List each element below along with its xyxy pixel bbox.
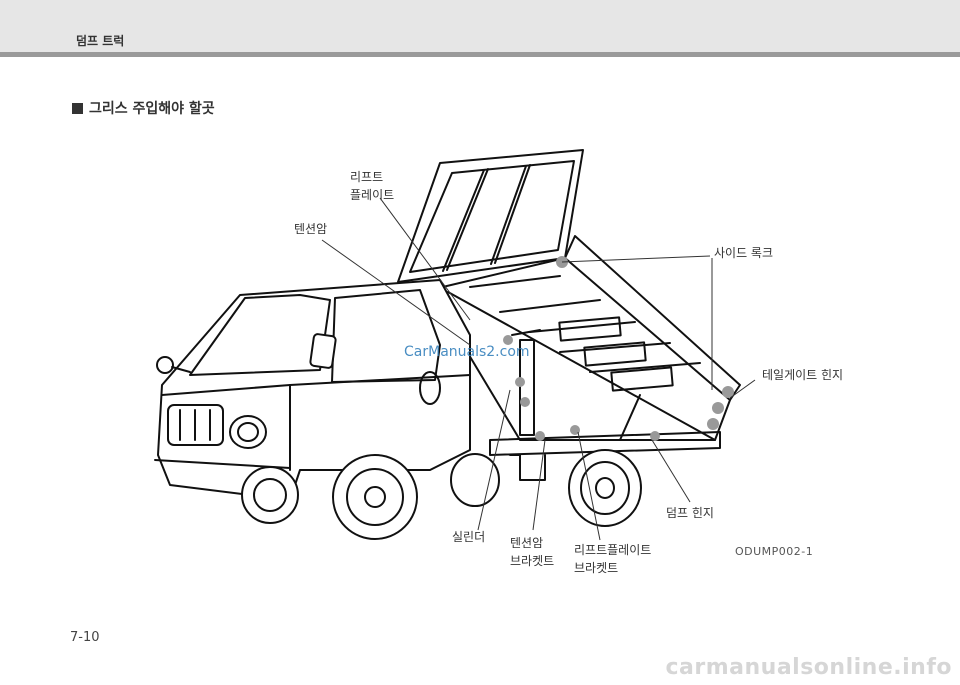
label-cylinder: 실린더 — [452, 530, 486, 544]
label-side-lock: 사이드 록크 — [714, 246, 774, 260]
label-tension-arm-bracket: 텐션암 브라켓트 — [510, 534, 554, 570]
label-lift-plate-bracket: 리프트플레이트 브라켓트 — [574, 541, 651, 577]
square-bullet-icon — [72, 102, 83, 114]
dump-body — [429, 257, 731, 441]
figure-code: ODUMP002-1 — [735, 545, 814, 558]
watermark: CarManuals2.com — [404, 344, 530, 360]
label-tension-arm: 텐션암 — [294, 222, 328, 236]
label-lift-plate: 리프트 플레이트 — [350, 168, 394, 204]
section-heading: 그리스 주입해야 할곳 — [72, 98, 215, 118]
label-tension-arm-bracket-line1: 텐션암 — [510, 536, 544, 550]
header-title: 덤프 트럭 — [76, 34, 125, 48]
label-lift-plate-bracket-line2: 브라켓트 — [574, 561, 619, 575]
label-tailgate-hinge: 테일게이트 힌지 — [762, 368, 844, 382]
truck-cab — [157, 279, 471, 501]
page-header: 덤프 트럭 — [0, 0, 960, 52]
header-divider — [0, 52, 960, 57]
label-lift-plate-bracket-line1: 리프트플레이트 — [574, 543, 652, 557]
page-number: 7-10 — [70, 630, 100, 645]
label-lift-plate-line2: 플레이트 — [350, 188, 395, 202]
footer-site-link[interactable]: carmanualsonline.info — [665, 655, 952, 680]
front-wheel — [332, 454, 418, 540]
section-title: 그리스 주입해야 할곳 — [89, 101, 215, 117]
label-tension-arm-bracket-line2: 브라켓트 — [510, 554, 555, 568]
label-dump-hinge: 덤프 힌지 — [666, 506, 714, 520]
rear-wheel — [568, 449, 642, 527]
label-lift-plate-line1: 리프트 — [350, 170, 384, 184]
